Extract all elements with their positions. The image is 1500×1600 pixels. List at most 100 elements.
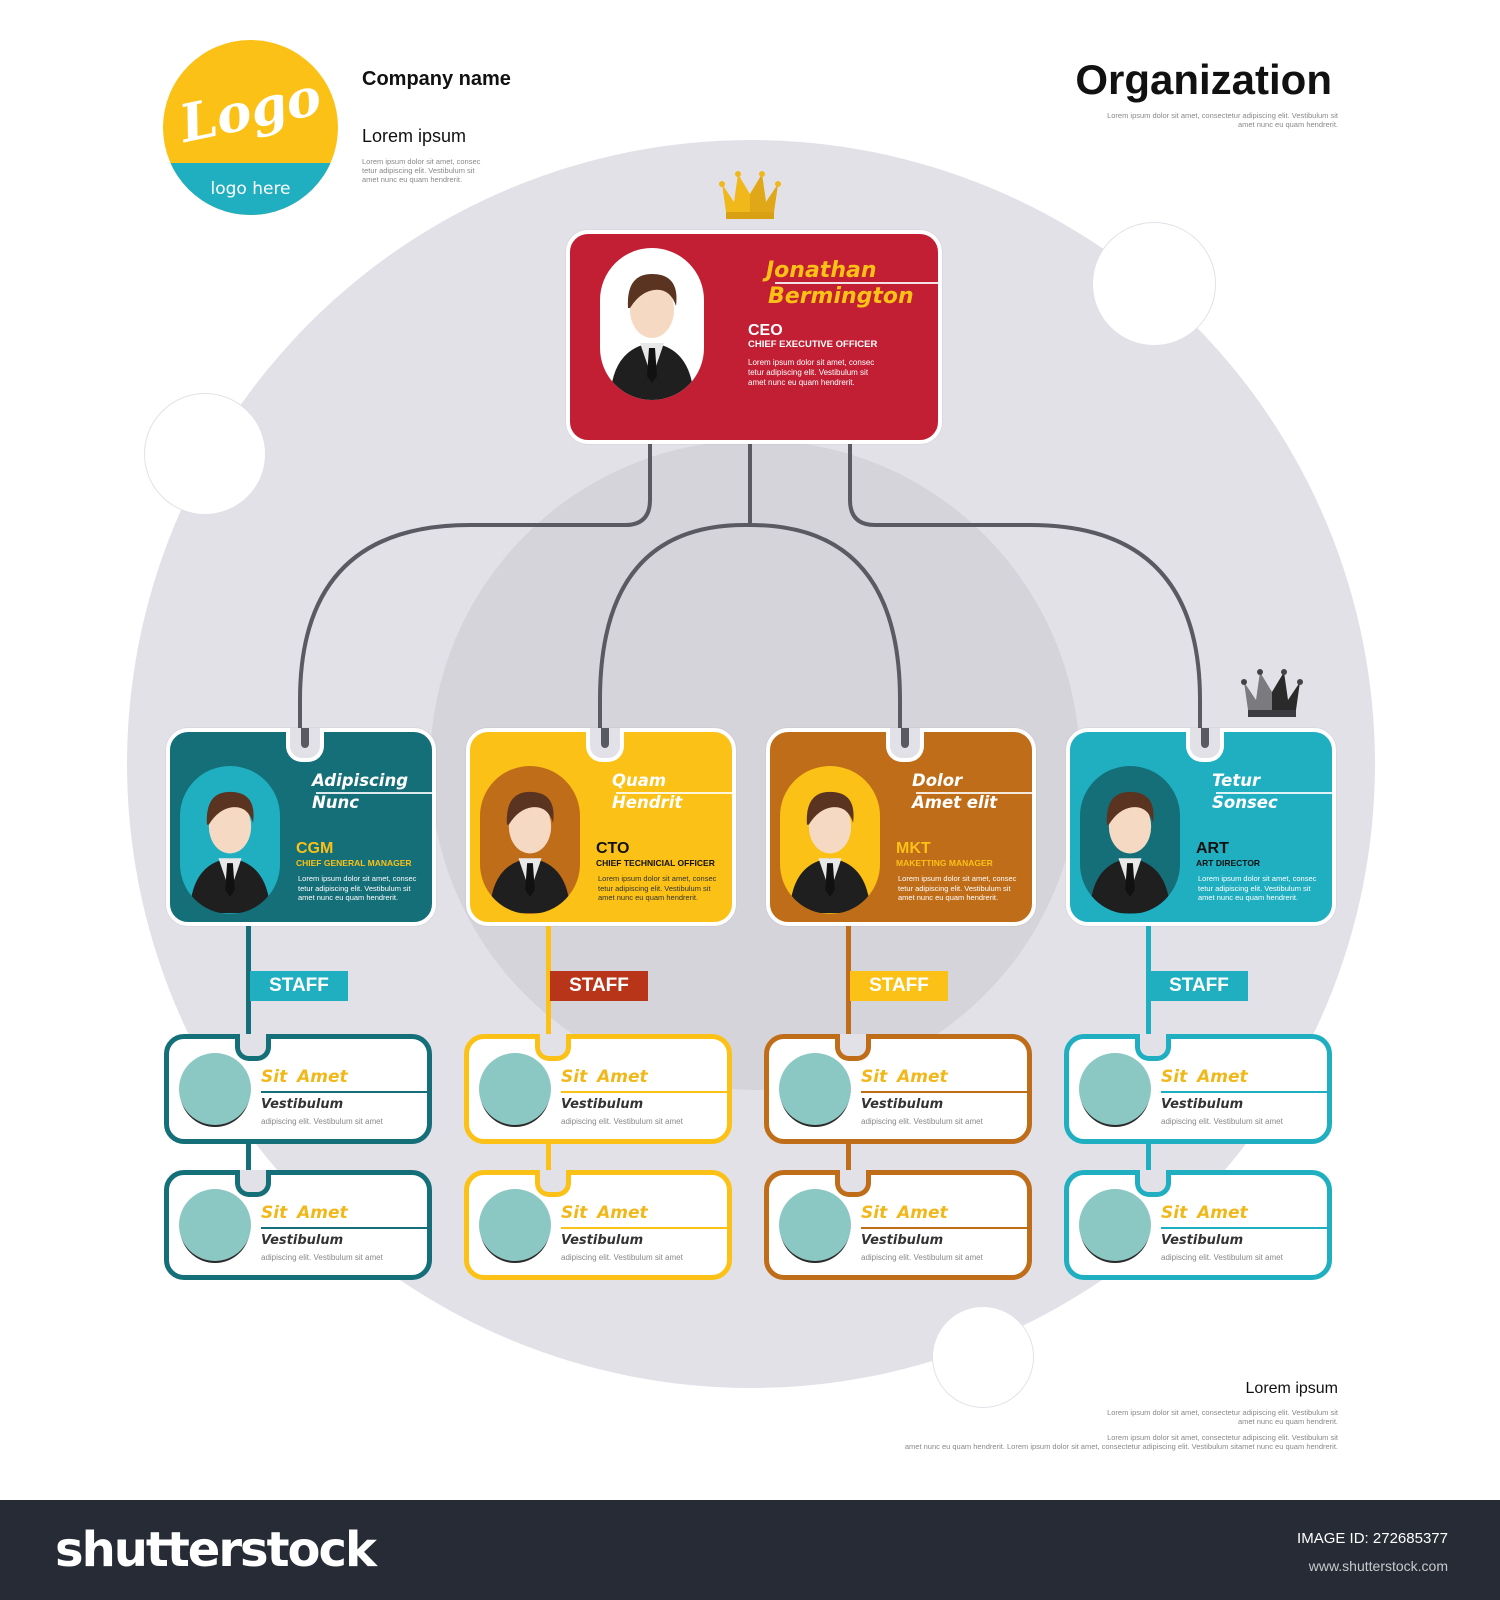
desc-line: amet nunc eu quam hendrerit. bbox=[598, 893, 699, 902]
role-title: ART DIRECTOR bbox=[1196, 858, 1261, 868]
note-line: Lorem ipsum dolor sit amet, consectetur … bbox=[1107, 1408, 1338, 1417]
staff-name: Sit Amet bbox=[261, 1067, 348, 1087]
divider bbox=[616, 792, 732, 794]
person-avatar-icon bbox=[610, 274, 694, 400]
desc-line: amet nunc eu quam hendrerit. bbox=[362, 175, 463, 184]
staff-card[interactable]: Sit Amet Vestibulum adipiscing elit. Ves… bbox=[464, 1170, 732, 1280]
logo-subtext: logo here bbox=[210, 179, 291, 199]
divider bbox=[861, 1227, 1027, 1229]
staff-connector-line bbox=[846, 926, 851, 1046]
staff-role: Vestibulum bbox=[561, 1097, 644, 1112]
manager-last-name: Amet elit bbox=[912, 793, 998, 812]
connector-lines bbox=[298, 410, 1202, 747]
desc-line: Lorem ipsum dolor sit amet, consec bbox=[298, 874, 417, 883]
card-notch bbox=[235, 1170, 271, 1197]
manager-first-name: Quam bbox=[612, 771, 667, 790]
desc-line: Lorem ipsum dolor sit amet, consec bbox=[1198, 874, 1317, 883]
staff-card[interactable]: Sit Amet Vestibulum adipiscing elit. Ves… bbox=[464, 1034, 732, 1144]
decorative-circle bbox=[1092, 222, 1216, 346]
ceo-card[interactable]: Jonathan Bermington CEO CHIEF EXECUTIVE … bbox=[566, 230, 942, 444]
logo-band bbox=[163, 163, 338, 215]
note-line: amet nunc eu quam hendrerit. Lorem ipsum… bbox=[904, 1442, 1338, 1451]
manager-name: Dolor Amet elit bbox=[912, 770, 997, 814]
staff-name: Sit Amet bbox=[1161, 1067, 1248, 1087]
image-id-value: 272685377 bbox=[1372, 1530, 1448, 1547]
desc-line: Lorem ipsum dolor sit amet, consectetur … bbox=[1107, 111, 1338, 120]
manager-first-name: Dolor bbox=[912, 771, 963, 790]
note-line: Lorem ipsum dolor sit amet, consectetur … bbox=[1107, 1433, 1338, 1442]
staff-card[interactable]: Sit Amet Vestibulum adipiscing elit. Ves… bbox=[1064, 1170, 1332, 1280]
note-line: amet nunc eu quam hendrerit. bbox=[1237, 1417, 1338, 1426]
staff-description: adipiscing elit. Vestibulum sit amet bbox=[261, 1117, 383, 1126]
manager-first-name: Adipiscing bbox=[312, 771, 409, 790]
desc-line: amet nunc eu quam hendrerit. bbox=[748, 378, 855, 387]
card-notch bbox=[835, 1034, 871, 1061]
card-notch bbox=[1135, 1170, 1171, 1197]
manager-portrait bbox=[780, 766, 880, 914]
manager-name: Adipiscing Nunc bbox=[312, 770, 408, 814]
staff-card[interactable]: Sit Amet Vestibulum adipiscing elit. Ves… bbox=[764, 1034, 1032, 1144]
manager-first-name: Tetur bbox=[1212, 771, 1261, 790]
staff-tag: STAFF bbox=[550, 971, 648, 1001]
desc-line: tetur adipiscing elit. Vestibulum sit bbox=[1198, 883, 1311, 893]
manager-role: CTO CHIEF TECHNICIAL OFFICER bbox=[596, 840, 715, 869]
staff-card[interactable]: Sit Amet Vestibulum adipiscing elit. Ves… bbox=[764, 1170, 1032, 1280]
staff-tag: STAFF bbox=[850, 971, 948, 1001]
manager-card-cgm[interactable]: Adipiscing Nunc CGM CHIEF GENERAL MANAGE… bbox=[166, 728, 436, 926]
desc-line: amet nunc eu quam hendrerit. bbox=[1237, 120, 1338, 129]
card-notch bbox=[1135, 1034, 1171, 1061]
manager-last-name: Nunc bbox=[312, 793, 360, 812]
role-abbr: ART bbox=[1196, 840, 1229, 857]
ceo-role: CEO CHIEF EXECUTIVE OFFICER bbox=[748, 322, 877, 351]
staff-role: Vestibulum bbox=[1161, 1097, 1244, 1112]
staff-connector-line bbox=[246, 926, 251, 1046]
card-notch bbox=[286, 728, 324, 762]
connector-stem bbox=[901, 728, 909, 748]
watermark-bar: shutterstock IMAGE ID: 272685377 www.shu… bbox=[0, 1500, 1500, 1600]
staff-role: Vestibulum bbox=[561, 1233, 644, 1248]
ceo-first-name: Jonathan bbox=[766, 258, 877, 283]
role-abbr: CGM bbox=[296, 840, 334, 857]
staff-connector-line bbox=[546, 926, 551, 1046]
manager-name: Tetur Sonsec bbox=[1212, 770, 1278, 814]
org-chart-canvas: Logo logo here Company name Lorem ipsum … bbox=[127, 40, 1375, 1451]
staff-card[interactable]: Sit Amet Vestibulum adipiscing elit. Ves… bbox=[164, 1170, 432, 1280]
staff-avatar bbox=[179, 1053, 251, 1125]
divider bbox=[261, 1227, 427, 1229]
staff-connector-line bbox=[546, 1140, 551, 1185]
staff-avatar bbox=[1079, 1053, 1151, 1125]
header-subtitle: Lorem ipsum bbox=[362, 126, 467, 146]
staff-name: Sit Amet bbox=[1161, 1203, 1248, 1223]
divider bbox=[916, 792, 1032, 794]
manager-description: Lorem ipsum dolor sit amet, consec tetur… bbox=[898, 874, 1016, 903]
staff-description: adipiscing elit. Vestibulum sit amet bbox=[561, 1117, 683, 1126]
manager-card-art[interactable]: Tetur Sonsec ART ART DIRECTOR Lorem ipsu… bbox=[1066, 728, 1336, 926]
staff-name: Sit Amet bbox=[561, 1203, 648, 1223]
staff-connector-line bbox=[846, 1140, 851, 1185]
divider bbox=[861, 1091, 1027, 1093]
divider bbox=[561, 1227, 727, 1229]
manager-description: Lorem ipsum dolor sit amet, consec tetur… bbox=[1198, 874, 1316, 903]
desc-line: tetur adipiscing elit. Vestibulum sit bbox=[362, 166, 475, 175]
card-notch bbox=[235, 1034, 271, 1061]
desc-line: amet nunc eu quam hendrerit. bbox=[1198, 893, 1299, 902]
manager-last-name: Sonsec bbox=[1212, 793, 1278, 812]
manager-card-cto[interactable]: Quam Hendrit CTO CHIEF TECHNICIAL OFFICE… bbox=[466, 728, 736, 926]
divider bbox=[261, 1091, 427, 1093]
staff-role: Vestibulum bbox=[261, 1097, 344, 1112]
staff-connector-line bbox=[1146, 1140, 1151, 1185]
staff-card[interactable]: Sit Amet Vestibulum adipiscing elit. Ves… bbox=[164, 1034, 432, 1144]
manager-card-mkt[interactable]: Dolor Amet elit MKT MAKETTING MANAGER Lo… bbox=[766, 728, 1036, 926]
site-url[interactable]: www.shutterstock.com bbox=[1308, 1558, 1448, 1574]
manager-description: Lorem ipsum dolor sit amet, consec tetur… bbox=[298, 874, 416, 903]
connector-stem bbox=[301, 728, 309, 748]
connector-stem bbox=[601, 728, 609, 748]
manager-portrait bbox=[180, 766, 280, 914]
manager-description: Lorem ipsum dolor sit amet, consec tetur… bbox=[598, 874, 716, 903]
desc-line: tetur adipiscing elit. Vestibulum sit bbox=[598, 883, 711, 893]
staff-card[interactable]: Sit Amet Vestibulum adipiscing elit. Ves… bbox=[1064, 1034, 1332, 1144]
ceo-last-name: Bermington bbox=[768, 284, 914, 309]
staff-role: Vestibulum bbox=[261, 1233, 344, 1248]
person-avatar-icon bbox=[1089, 791, 1171, 914]
staff-connector-line bbox=[246, 1140, 251, 1185]
